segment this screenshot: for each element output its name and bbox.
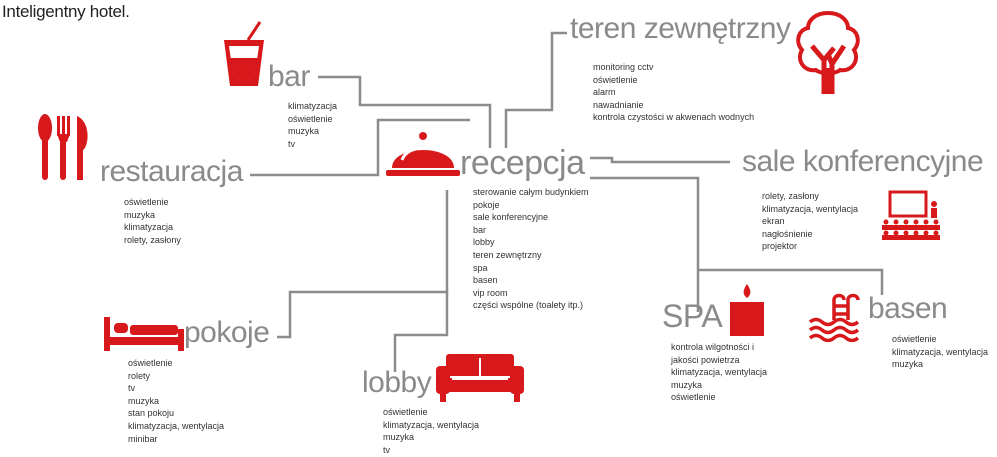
connector-restauracja: [250, 118, 470, 177]
restauracja-features: oświetlenie muzyka klimatyzacja rolety, …: [124, 196, 181, 246]
sofa-icon: [436, 354, 524, 402]
list-item: tv: [383, 444, 391, 455]
list-item: projektor: [762, 241, 798, 252]
list-item: oświetlenie: [124, 197, 169, 207]
spa-features: kontrola wilgotności i jakości powietrza…: [671, 341, 767, 404]
list-item: lobby: [473, 237, 495, 248]
list-item: ekran: [762, 216, 785, 227]
recepcja-features: sterowanie całym budynkiem pokoje sale k…: [473, 186, 589, 312]
connector-lobby: [393, 292, 449, 372]
pokoje-features: oświetlenie rolety tv muzyka stan pokoju…: [128, 357, 224, 445]
list-item: klimatyzacja, wentylacja: [383, 419, 480, 430]
list-item: klimatyzacja, wentylacja: [762, 203, 859, 214]
connector-spa: [590, 176, 700, 312]
list-item: części wspólne (toalety itp.): [473, 300, 584, 311]
tree-icon: [796, 10, 860, 94]
lobby-label: lobby: [362, 366, 432, 399]
bar-label: bar: [268, 60, 310, 93]
connector-bar: [318, 75, 492, 148]
list-item: nawadnianie: [593, 99, 644, 110]
list-item: rolety, zasłony: [124, 234, 181, 245]
list-item: sterowanie całym budynkiem: [473, 187, 589, 197]
pool-icon: [808, 293, 860, 342]
list-item: oświetlenie: [593, 74, 638, 85]
connector-teren: [504, 31, 567, 148]
list-item: klimatyzacja, wentylacja: [671, 367, 768, 378]
spa-label: SPA: [662, 298, 723, 334]
cutlery-icon: [38, 114, 88, 180]
sale-features: rolety, zasłony klimatyzacja, wentylacja…: [762, 190, 858, 253]
bar-features: klimatyzacja oświetlenie muzyka tv: [288, 100, 337, 150]
list-item: spa: [473, 262, 488, 273]
list-item: rolety: [128, 370, 151, 381]
list-item: jakości powietrza: [671, 354, 740, 365]
list-item: vip room: [473, 287, 508, 298]
list-item: muzyka: [671, 379, 703, 390]
page-title: Inteligentny hotel.: [2, 2, 130, 21]
list-item: muzyka: [288, 126, 320, 137]
teren-features: monitoring cctv oświetlenie alarm nawadn…: [593, 61, 754, 124]
list-item: klimatyzacja: [124, 222, 174, 233]
restauracja-label: restauracja: [100, 155, 243, 188]
conference-room-icon: [882, 190, 940, 240]
list-item: oświetlenie: [383, 407, 428, 417]
basen-features: oświetlenie klimatyzacja, wentylacja muz…: [892, 333, 988, 371]
teren-label: teren zewnętrzny: [570, 12, 791, 45]
basen-label: basen: [868, 292, 948, 325]
connector-pokoje: [277, 190, 449, 339]
list-item: oświetlenie: [892, 334, 937, 344]
list-item: muzyka: [128, 395, 160, 406]
list-item: muzyka: [124, 209, 156, 220]
list-item: bar: [473, 224, 487, 235]
list-item: kontrola czystości w akwenach wodnych: [593, 112, 755, 123]
list-item: oświetlenie: [128, 358, 173, 368]
list-item: klimatyzacja: [288, 101, 338, 111]
list-item: muzyka: [892, 359, 924, 370]
list-item: stan pokoju: [128, 408, 175, 419]
list-item: minibar: [128, 433, 158, 444]
pokoje-label: pokoje: [184, 316, 270, 349]
list-item: kontrola wilgotności i: [671, 342, 755, 352]
list-item: pokoje: [473, 199, 500, 210]
connector-sale: [590, 156, 730, 164]
list-item: rolety, zasłony: [762, 191, 819, 201]
list-item: monitoring cctv: [593, 62, 654, 72]
sale-label: sale konferencyjne: [742, 145, 984, 178]
list-item: oświetlenie: [288, 113, 333, 124]
list-item: alarm: [593, 87, 616, 98]
list-item: sale konferencyjne: [473, 212, 549, 223]
list-item: tv: [128, 383, 136, 394]
lobby-features: oświetlenie klimatyzacja, wentylacja muz…: [383, 406, 479, 456]
service-bell-icon: [386, 132, 460, 176]
list-item: klimatyzacja, wentylacja: [892, 346, 989, 357]
connector-basen: [698, 268, 884, 295]
list-item: klimatyzacja, wentylacja: [128, 420, 225, 431]
list-item: tv: [288, 138, 296, 149]
list-item: nagłośnienie: [762, 228, 813, 239]
list-item: oświetlenie: [671, 392, 716, 403]
bed-icon: [104, 317, 184, 351]
list-item: teren zewnętrzny: [473, 249, 542, 260]
drink-cup-icon: [224, 21, 264, 86]
list-item: basen: [473, 275, 498, 286]
recepcja-label: recepcja: [460, 144, 585, 182]
candle-icon: [730, 284, 764, 336]
list-item: muzyka: [383, 432, 415, 443]
